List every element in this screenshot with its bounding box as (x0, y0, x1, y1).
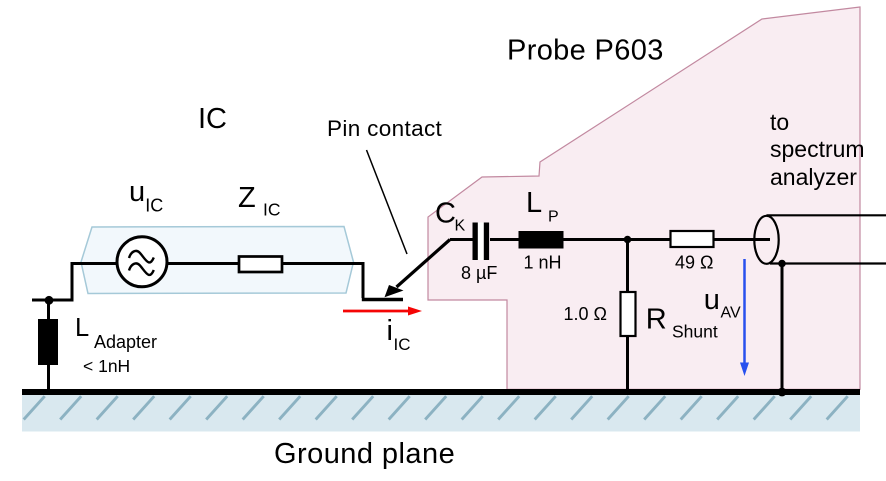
svg-text:AV: AV (721, 305, 741, 322)
svg-text:IC: IC (394, 335, 411, 354)
svg-text:IC: IC (198, 103, 227, 135)
svg-text:K: K (455, 218, 466, 235)
svg-text:1.0 Ω: 1.0 Ω (564, 304, 607, 324)
svg-text:u: u (129, 176, 145, 208)
svg-text:to: to (770, 109, 789, 135)
svg-text:IC: IC (263, 200, 281, 220)
svg-text:analyzer: analyzer (770, 164, 857, 190)
svg-text:Z: Z (238, 182, 256, 214)
svg-text:L: L (526, 187, 542, 219)
svg-text:P: P (548, 209, 559, 226)
svg-text:C: C (435, 197, 456, 229)
svg-text:Pin contact: Pin contact (327, 116, 443, 141)
svg-text:1 nH: 1 nH (524, 253, 562, 273)
svg-text:u: u (704, 284, 720, 316)
svg-text:Adapter: Adapter (94, 332, 157, 352)
svg-text:IC: IC (145, 195, 163, 215)
svg-text:49 Ω: 49 Ω (675, 253, 713, 273)
svg-text:Probe P603: Probe P603 (507, 35, 664, 67)
svg-text:8 µF: 8 µF (461, 263, 497, 283)
svg-text:L: L (75, 314, 89, 342)
svg-text:spectrum: spectrum (770, 136, 865, 162)
svg-text:Shunt: Shunt (672, 322, 718, 342)
svg-text:Ground plane: Ground plane (274, 438, 455, 470)
svg-text:i: i (387, 315, 393, 347)
svg-text:< 1nH: < 1nH (83, 356, 130, 376)
svg-text:R: R (646, 304, 667, 336)
